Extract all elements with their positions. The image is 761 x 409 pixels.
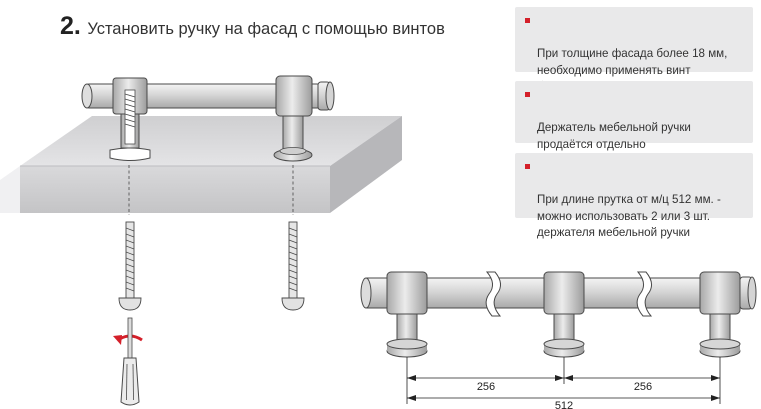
step-title: 2. Установить ручку на фасад с помощью в… — [60, 12, 445, 41]
handle-side-view — [81, 75, 335, 162]
axis-lines — [128, 165, 294, 215]
step-text: Установить ручку на фасад с помощью винт… — [87, 20, 445, 38]
handle-front-view — [360, 271, 757, 358]
holder — [699, 271, 741, 358]
holder — [386, 271, 428, 358]
note-bullet — [525, 92, 530, 97]
facade-board — [0, 116, 402, 213]
note-multiple-holders: При длине прутка от м/ц 512 мм. - можно … — [515, 153, 753, 239]
screw-left — [118, 221, 142, 311]
dimension-lines — [406, 357, 721, 404]
note-bullet — [525, 164, 530, 169]
break-mark — [485, 271, 653, 317]
screw-right — [281, 221, 305, 311]
screwdriver-icon — [120, 317, 140, 406]
dimension-arrows — [407, 375, 720, 401]
step-number: 2. — [60, 12, 81, 40]
note-text: При длине прутка от м/ц 512 мм. - можно … — [537, 193, 721, 239]
dimension-label-total: 512 — [555, 400, 573, 409]
dimension-label-left: 256 — [477, 381, 495, 393]
holder — [543, 271, 585, 358]
rotation-arrow-icon — [113, 334, 143, 345]
dimension-label-right: 256 — [634, 381, 652, 393]
note-bullet — [525, 18, 530, 23]
